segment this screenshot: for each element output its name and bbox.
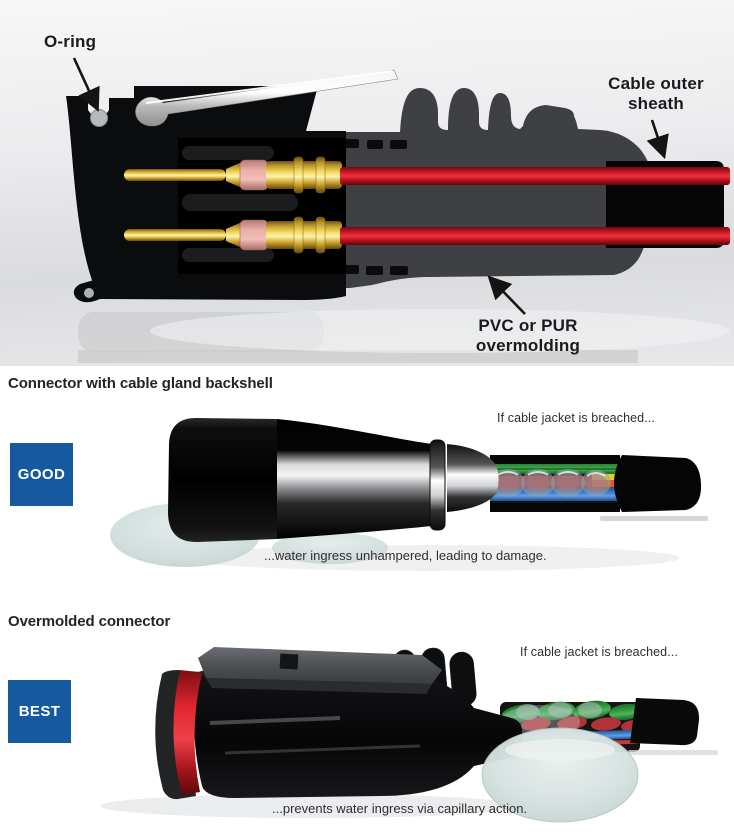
best-callout: If cable jacket is breached... xyxy=(520,645,678,659)
backshell-nose xyxy=(447,444,499,512)
overmolded-connector-illustration xyxy=(100,647,718,823)
body-highlight-upper xyxy=(209,716,341,725)
good-section-heading: Connector with cable gland backshell xyxy=(8,375,273,392)
housing-hook-hole xyxy=(84,288,94,298)
metal-clip xyxy=(135,69,399,127)
cutaway-panel: O-ring Cable outer sheath PVC or PUR ove… xyxy=(0,0,734,366)
backshell-taper xyxy=(277,419,432,539)
housing-fins xyxy=(182,146,298,262)
backshell-front-cap xyxy=(168,418,277,543)
cable-shadow xyxy=(600,516,708,521)
gold-contact-lower xyxy=(124,216,342,254)
overmold-vent-dashes xyxy=(343,139,408,275)
red-wire-upper xyxy=(340,167,730,185)
cable-shadow xyxy=(628,750,718,755)
cable-jacket-right xyxy=(614,455,702,512)
connector-main-body xyxy=(193,658,522,798)
connector-cutaway-illustration xyxy=(66,57,730,363)
contact-sleeve-pink xyxy=(239,159,269,191)
contact-sleeve-pink xyxy=(239,219,269,251)
best-badge: BEST xyxy=(8,680,71,743)
good-caption: ...water ingress unhampered, leading to … xyxy=(264,548,547,563)
good-badge: GOOD xyxy=(10,443,73,506)
best-section-heading: Overmolded connector xyxy=(8,613,171,630)
overmolded-connector-body xyxy=(155,647,522,800)
gold-contact-upper xyxy=(124,156,342,194)
backshell-ring xyxy=(429,439,446,531)
red-wire-lower xyxy=(340,227,730,245)
o-ring-arrow-icon xyxy=(72,57,100,112)
water-droplets-in-cable xyxy=(491,469,611,497)
latch-clip xyxy=(198,647,442,694)
best-caption: ...prevents water ingress via capillary … xyxy=(272,801,528,816)
cable-jacket-right xyxy=(630,698,700,746)
body-highlight-lower xyxy=(224,744,421,755)
cable-sheath-label: Cable outer sheath xyxy=(608,74,704,113)
o-ring xyxy=(90,109,108,127)
floor-reflection xyxy=(78,309,730,363)
overmold-body xyxy=(312,88,653,288)
connector-housing xyxy=(66,86,346,303)
breached-cable xyxy=(490,455,708,521)
overmolding-label: PVC or PUR overmolding xyxy=(475,316,581,355)
seal-ring-red xyxy=(173,670,202,795)
o-ring-label: O-ring xyxy=(44,32,97,51)
connector-shadow xyxy=(100,794,520,818)
overmolding-arrow-icon xyxy=(487,275,526,315)
good-callout: If cable jacket is breached... xyxy=(497,411,655,425)
connector-backshell xyxy=(168,418,499,543)
cable-sheath-arrow-icon xyxy=(646,119,669,160)
breached-cable xyxy=(500,698,718,755)
water-puddle-right xyxy=(272,532,388,564)
gland-backshell-illustration xyxy=(110,418,708,571)
water-droplet-large xyxy=(481,727,639,823)
